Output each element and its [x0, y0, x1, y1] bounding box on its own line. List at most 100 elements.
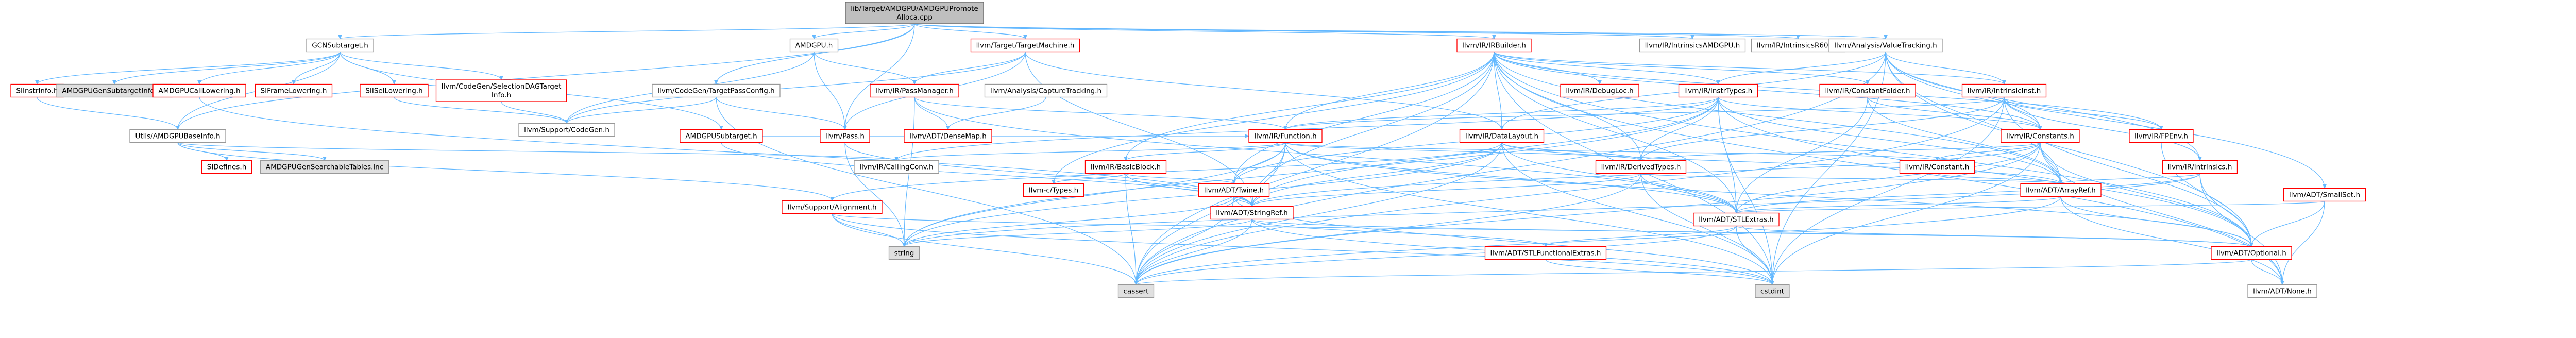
node-arrayref[interactable]: llvm/ADT/ArrayRef.h [2020, 183, 2102, 197]
node-intrinsics[interactable]: llvm/IR/Intrinsics.h [2162, 160, 2238, 174]
edge-gcn-gensub [114, 52, 341, 84]
node-smallset[interactable]: llvm/ADT/SmallSet.h [2283, 188, 2366, 202]
node-vt[interactable]: llvm/Analysis/ValueTracking.h [1828, 38, 1943, 53]
node-cstdint: cstdint [1755, 284, 1790, 298]
node-cgsupport[interactable]: llvm/Support/CodeGen.h [518, 123, 615, 137]
edge-irb-ctypes [1054, 52, 1495, 184]
node-label: llvm/ADT/DenseMap.h [909, 132, 987, 141]
edge-basicblock-cassert [1125, 173, 1136, 285]
edge-stlextras-cassert [1136, 226, 1737, 285]
node-constant[interactable]: llvm/IR/Constant.h [1899, 160, 1975, 174]
node-callconv[interactable]: llvm/IR/CallingConv.h [854, 160, 939, 174]
node-tm[interactable]: llvm/Target/TargetMachine.h [970, 38, 1080, 53]
node-none[interactable]: llvm/ADT/None.h [2247, 284, 2317, 298]
edge-amdsub-stringref [721, 142, 1252, 207]
edge-intrinst-cassert [1136, 97, 2005, 285]
node-stringref[interactable]: llvm/ADT/StringRef.h [1210, 206, 1294, 220]
node-datalayout[interactable]: llvm/IR/DataLayout.h [1459, 129, 1545, 143]
node-acapt[interactable]: llvm/Analysis/CaptureTracking.h [984, 83, 1108, 98]
edge-stringref-string [904, 218, 1252, 247]
edge-intrinsics-string [904, 173, 2200, 247]
node-box [1639, 38, 1746, 53]
edge-arrayref-stlextras [1736, 196, 2061, 213]
node-debugloc[interactable]: llvm/IR/DebugLoc.h [1560, 83, 1639, 98]
node-label: SIInstrInfo.h [16, 87, 58, 95]
node-amdgpuh[interactable]: AMDGPU.h [789, 38, 839, 53]
node-fpenv[interactable]: llvm/IR/FPEnv.h [2129, 129, 2194, 143]
edge-constfold-arrayref [1867, 97, 2061, 184]
edge-tm-passmgr [914, 52, 1026, 84]
node-basicblock[interactable]: llvm/IR/BasicBlock.h [1084, 160, 1167, 174]
node-gcn[interactable]: GCNSubtarget.h [306, 38, 374, 53]
node-sifl[interactable]: SIFrameLowering.h [255, 83, 333, 98]
node-box [1248, 129, 1323, 143]
node-amdsub[interactable]: AMDGPUSubtarget.h [680, 129, 763, 143]
edge-insttypes-string [904, 97, 1719, 247]
node-box [1084, 160, 1167, 174]
edge-amdgpuh-pass [814, 52, 845, 130]
edge-basicblock-stringref [1125, 173, 1252, 207]
node-box [1456, 38, 1532, 53]
edge-function-stlextras [1285, 142, 1736, 213]
node-ctypes[interactable]: llvm-c/Types.h [1023, 183, 1084, 197]
node-irb[interactable]: llvm/IR/IRBuilder.h [1456, 38, 1532, 53]
node-cgtpc[interactable]: llvm/CodeGen/TargetPassConfig.h [652, 83, 781, 98]
node-label: llvm/ADT/STLExtras.h [1699, 216, 1773, 224]
node-box [789, 38, 839, 53]
node-calllow[interactable]: AMDGPUCallLowering.h [152, 83, 246, 98]
node-sidefines[interactable]: SIDefines.h [201, 160, 252, 174]
edge-amdgpuh-passmgr [814, 52, 914, 84]
edge-smallset-none [2282, 201, 2325, 285]
node-intrinst[interactable]: llvm/IR/IntrinsicInst.h [1961, 83, 2047, 98]
node-label: llvm/ADT/STLFunctionalExtras.h [1490, 249, 1601, 258]
node-derivedtypes[interactable]: llvm/IR/DerivedTypes.h [1595, 160, 1687, 174]
edge-twine-stringref [1233, 196, 1252, 207]
edge-utilbase-align [177, 142, 832, 201]
node-box [845, 2, 984, 24]
node-sirinfo[interactable]: SIInstrInfo.h [10, 83, 64, 98]
edge-vt-smallset [1885, 52, 2325, 189]
edge-root-cgtpc [716, 23, 915, 84]
node-label: llvm/ADT/ArrayRef.h [2026, 187, 2096, 195]
node-label: llvm/Support/CodeGen.h [524, 126, 609, 134]
node-insttypes[interactable]: llvm/IR/InstrTypes.h [1678, 83, 1758, 98]
edge-gcn-sifl [294, 52, 341, 84]
node-utilbase[interactable]: Utils/AMDGPUBaseInfo.h [129, 129, 226, 143]
node-optional[interactable]: llvm/ADT/Optional.h [2211, 246, 2292, 260]
node-gensearch: AMDGPUGenSearchableTables.inc [260, 160, 389, 174]
edge-constants-derivedtypes [1641, 142, 2041, 161]
edge-passmgr-stlextras [914, 97, 1736, 213]
node-box [870, 83, 959, 98]
node-densemap[interactable]: llvm/ADT/DenseMap.h [904, 129, 992, 143]
node-box [2129, 129, 2194, 143]
edge-intrinst-cstdint [1772, 97, 2005, 285]
node-label: AMDGPU.h [795, 42, 833, 50]
node-align[interactable]: llvm/Support/Alignment.h [782, 200, 883, 214]
node-box [255, 83, 333, 98]
node-intr_amdgpu[interactable]: llvm/IR/IntrinsicsAMDGPU.h [1639, 38, 1746, 53]
edge-constants-arrayref [2040, 142, 2061, 184]
node-twine[interactable]: llvm/ADT/Twine.h [1198, 183, 1270, 197]
node-box [652, 83, 781, 98]
node-isel[interactable]: SIISelLowering.h [360, 83, 429, 98]
node-stlextras[interactable]: llvm/ADT/STLExtras.h [1693, 212, 1780, 227]
node-constfold[interactable]: llvm/IR/ConstantFolder.h [1819, 83, 1916, 98]
edge-irb-insttypes [1494, 52, 1718, 84]
node-pass[interactable]: llvm/Pass.h [820, 129, 870, 143]
node-label: llvm/Target/TargetMachine.h [976, 42, 1075, 50]
node-function[interactable]: llvm/IR/Function.h [1248, 129, 1323, 143]
node-box [970, 38, 1080, 53]
edge-twine-string [904, 196, 1234, 247]
node-constants[interactable]: llvm/IR/Constants.h [2001, 129, 2080, 143]
node-passmgr[interactable]: llvm/IR/PassManager.h [870, 83, 959, 98]
node-label: llvm/IR/InstrTypes.h [1684, 87, 1752, 95]
edge-optional-cassert [1136, 259, 2252, 285]
edge-irb-intrinst [1494, 51, 2004, 84]
node-stlfunc[interactable]: llvm/ADT/STLFunctionalExtras.h [1484, 246, 1607, 260]
edge-tm-cgsupport [567, 52, 1026, 124]
node-box [1023, 183, 1084, 197]
node-box [1595, 160, 1687, 174]
edge-stlextras-optional [1736, 225, 2251, 247]
